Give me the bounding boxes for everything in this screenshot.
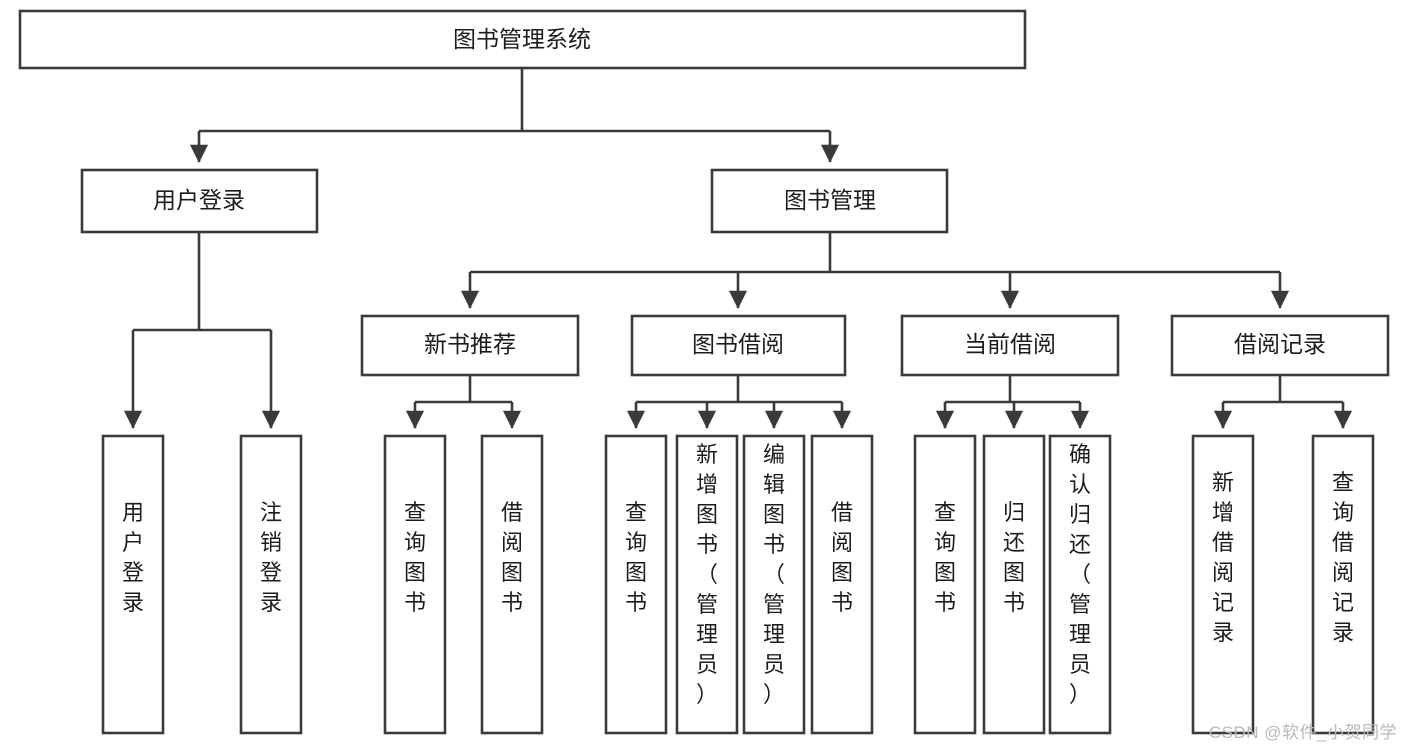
node-book-borrow[interactable]: 图书借阅 <box>630 314 847 377</box>
node-leaf-logout-login[interactable]: 注销登录 <box>239 434 303 735</box>
node-new-book-recommend[interactable]: 新书推荐 <box>360 314 580 377</box>
node-borrow-record-label: 借阅记录 <box>1234 331 1326 357</box>
node-leaf-add-record[interactable]: 新增借阅记录 <box>1191 434 1255 735</box>
connectors-book-manage-to-level3 <box>460 232 1290 309</box>
node-leaf-edit-book[interactable]: 编辑图书（管理员） <box>742 434 806 735</box>
node-leaf-query-book-3[interactable]: 查询图书 <box>913 434 977 735</box>
node-leaf-query-book-1-label: 查询图书 <box>404 500 426 615</box>
node-leaf-query-book-2-label: 查询图书 <box>625 500 647 615</box>
node-book-borrow-label: 图书借阅 <box>692 331 784 357</box>
node-leaf-query-record-label: 查询借阅记录 <box>1332 470 1354 645</box>
node-leaf-return-book-label: 归还图书 <box>1003 500 1025 615</box>
connectors-new-book-to-leaves <box>405 375 522 429</box>
node-root[interactable]: 图书管理系统 <box>18 9 1027 70</box>
node-borrow-record[interactable]: 借阅记录 <box>1170 314 1390 377</box>
node-leaf-confirm-return[interactable]: 确认归还（管理员） <box>1048 434 1112 735</box>
connectors-book-borrow-to-leaves <box>626 375 852 429</box>
connectors-borrow-record-to-leaves <box>1213 375 1353 429</box>
node-current-borrow[interactable]: 当前借阅 <box>900 314 1120 377</box>
node-leaf-logout-login-label: 注销登录 <box>260 500 282 615</box>
node-leaf-query-book-2[interactable]: 查询图书 <box>604 434 668 735</box>
node-leaf-borrow-book-2[interactable]: 借阅图书 <box>810 434 874 735</box>
connectors-root-to-level2 <box>189 68 840 163</box>
node-leaf-query-book-3-label: 查询图书 <box>934 500 956 615</box>
node-leaf-query-record[interactable]: 查询借阅记录 <box>1311 434 1375 735</box>
node-leaf-add-book-label: 新增图书（管理员） <box>696 442 718 707</box>
node-book-manage-label: 图书管理 <box>784 187 876 213</box>
csdn-watermark: CSDN @软件_小贺同学 <box>1208 723 1397 742</box>
node-leaf-user-login-label: 用户登录 <box>122 500 144 615</box>
connectors-current-borrow-to-leaves <box>935 375 1090 429</box>
node-leaf-borrow-book-2-label: 借阅图书 <box>831 500 853 615</box>
node-user-login-label: 用户登录 <box>153 187 245 213</box>
node-leaf-edit-book-label: 编辑图书（管理员） <box>763 442 785 707</box>
node-new-book-recommend-label: 新书推荐 <box>424 331 516 357</box>
node-leaf-return-book[interactable]: 归还图书 <box>982 434 1046 735</box>
node-current-borrow-label: 当前借阅 <box>964 331 1056 357</box>
node-book-manage[interactable]: 图书管理 <box>710 168 949 234</box>
connectors-user-login-to-leaves <box>123 232 281 429</box>
node-leaf-add-book[interactable]: 新增图书（管理员） <box>675 434 739 735</box>
node-leaf-confirm-return-label: 确认归还（管理员） <box>1069 442 1091 707</box>
node-root-label: 图书管理系统 <box>453 26 591 52</box>
node-user-login[interactable]: 用户登录 <box>80 168 319 234</box>
node-leaf-add-record-label: 新增借阅记录 <box>1212 470 1234 645</box>
node-leaf-user-login[interactable]: 用户登录 <box>101 434 165 735</box>
node-leaf-borrow-book-1[interactable]: 借阅图书 <box>480 434 544 735</box>
node-leaf-borrow-book-1-label: 借阅图书 <box>501 500 523 615</box>
node-leaf-query-book-1[interactable]: 查询图书 <box>383 434 447 735</box>
